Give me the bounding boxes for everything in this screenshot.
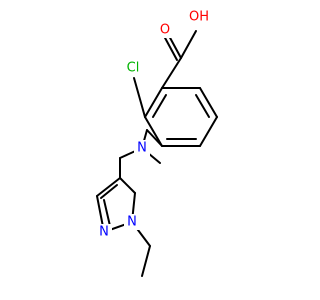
bond-pyr-n2-c3-inner (103, 199, 111, 227)
atom-label-pyrazole-n2: N (99, 225, 109, 240)
bond-ring-6-inner (152, 94, 167, 118)
bond-ring-3 (199, 116, 218, 147)
bond-pyr-c4-c3 (96, 177, 121, 197)
atom-labels: OH O Cl N N N (96, 8, 212, 240)
bond-pyr-c4-c5 (119, 177, 136, 194)
bond-ring-2 (199, 87, 218, 118)
atom-label-carbonyl-oxygen: O (160, 23, 170, 38)
bond-ethyl (141, 245, 151, 277)
bond-ring-ch2 (146, 129, 163, 147)
bond-ring-6 (144, 87, 163, 118)
bond-lines (96, 30, 218, 277)
bond-c-oh (180, 30, 197, 59)
bond-c-o-double-b (163, 35, 178, 61)
atom-label-amine-nitrogen: N (137, 141, 147, 156)
molecule-structure: OH O Cl N N N (96, 8, 218, 277)
bond-pyr-c4-c3-inner (100, 184, 118, 199)
bond-c-cl (133, 77, 146, 118)
bond-ring-2-inner (195, 94, 210, 118)
atom-label-chlorine: Cl (127, 61, 140, 76)
atom-label-pyrazole-n1: N (127, 215, 137, 230)
atom-label-hydroxyl: OH (189, 10, 209, 25)
bond-ring-5 (144, 116, 163, 147)
bond-cooh-ring (161, 57, 182, 89)
